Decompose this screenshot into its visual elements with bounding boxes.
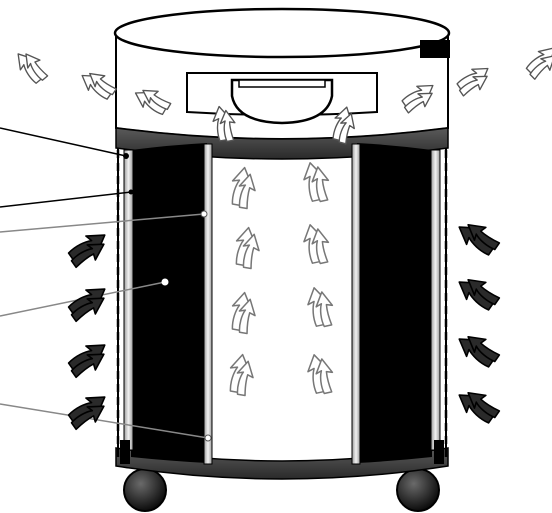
power-switch-icon (420, 40, 450, 58)
leader-line (0, 191, 132, 208)
right-inner-rod (351, 143, 361, 465)
curved-solid-arrow-icon (458, 391, 501, 424)
inflow-arrows (67, 223, 501, 431)
right-outer-rod (430, 149, 441, 451)
filter-stack (116, 143, 448, 465)
top-cap-lid (113, 7, 451, 59)
upward-outline-arrow-icon (229, 353, 254, 397)
curved-solid-arrow-icon (458, 223, 501, 256)
upward-outline-arrow-icon (303, 224, 330, 265)
upward-outline-arrow-icon (235, 226, 260, 270)
upward-outline-arrow-icon (307, 287, 334, 328)
curved-solid-arrow-icon (67, 344, 106, 379)
upward-outline-arrow-icon (231, 291, 256, 335)
left-filter (131, 143, 207, 463)
upward-outline-arrow-icon (303, 162, 330, 203)
left-foot-post (120, 440, 130, 464)
leader-dot (128, 189, 134, 195)
right-foot-post (434, 440, 444, 464)
lower-band (115, 447, 449, 480)
caster-wheel-icon (396, 468, 440, 512)
curved-outline-arrow-icon (332, 106, 355, 145)
leader-dot (123, 153, 129, 159)
curved-outline-arrow-icon (401, 84, 434, 114)
handle-grip (230, 78, 334, 125)
curved-solid-arrow-icon (67, 234, 106, 269)
curved-outline-arrow-icon (525, 47, 552, 80)
internal-arrows (229, 162, 334, 397)
leader-dot (161, 278, 169, 286)
leader-line (0, 403, 209, 439)
leader-dot (200, 210, 208, 218)
handle-slot (238, 79, 326, 88)
right-filter (357, 143, 432, 463)
curved-solid-arrow-icon (67, 396, 106, 431)
curved-outline-arrow-icon (17, 53, 49, 84)
upward-outline-arrow-icon (231, 166, 256, 210)
leader-line (0, 127, 127, 157)
curved-outline-arrow-icon (212, 105, 236, 143)
curved-outline-arrow-icon (456, 67, 489, 97)
left-outer-rod (123, 149, 134, 451)
leader-line (0, 213, 205, 233)
caster-wheel-icon (123, 468, 167, 512)
curved-outline-arrow-icon (134, 89, 172, 116)
left-inner-rod (203, 143, 213, 465)
curved-outline-arrow-icon (81, 72, 117, 100)
curved-solid-arrow-icon (458, 278, 501, 311)
leader-dot (204, 434, 212, 442)
curved-solid-arrow-icon (458, 335, 501, 368)
curved-solid-arrow-icon (67, 288, 106, 323)
upward-outline-arrow-icon (307, 354, 334, 395)
outflow-arrows (17, 47, 552, 145)
